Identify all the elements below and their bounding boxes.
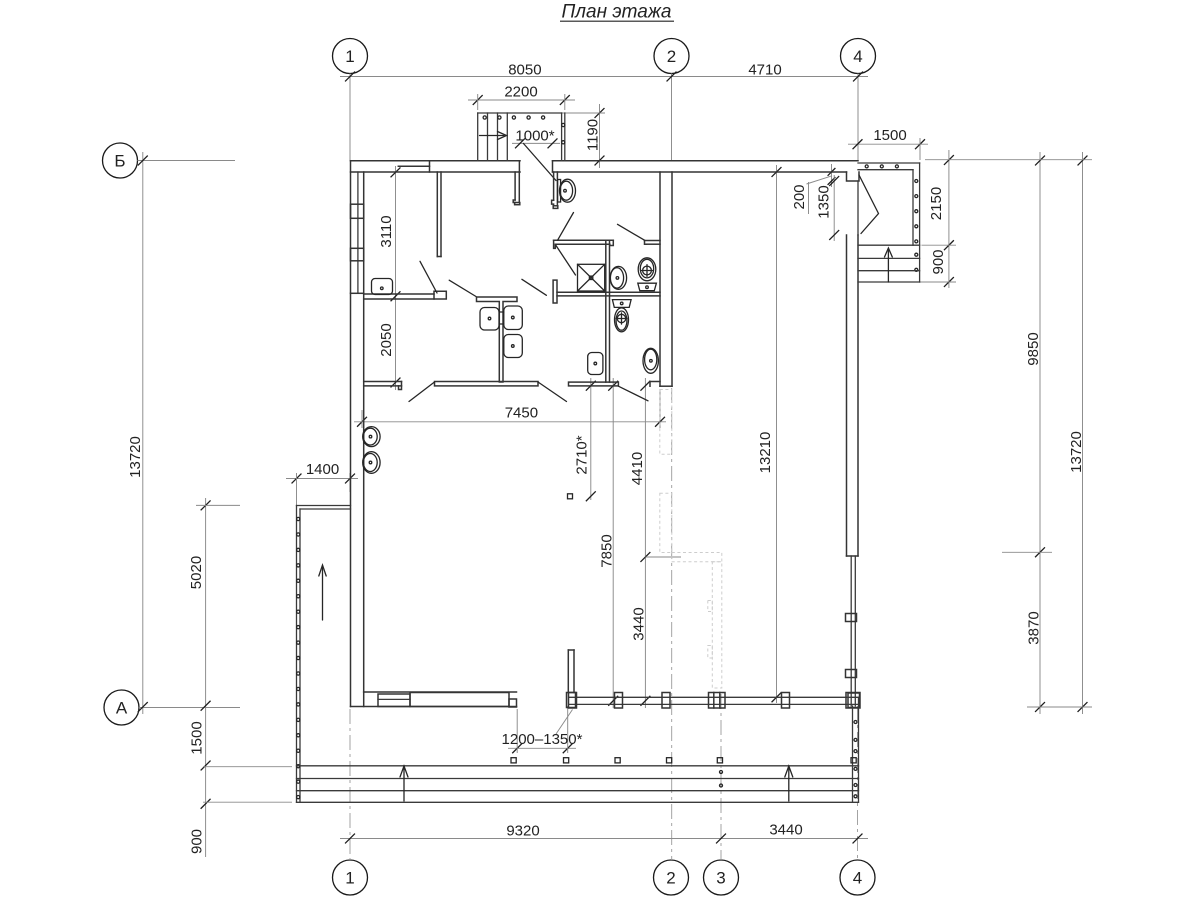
svg-text:3110: 3110: [378, 215, 395, 247]
svg-text:2200: 2200: [504, 83, 537, 100]
svg-text:7450: 7450: [505, 404, 538, 421]
svg-text:900: 900: [188, 829, 205, 854]
svg-text:3440: 3440: [769, 821, 802, 838]
svg-text:План этажа: План этажа: [562, 2, 672, 23]
svg-text:1500: 1500: [188, 721, 205, 754]
svg-text:Б: Б: [114, 152, 125, 171]
svg-text:4410: 4410: [629, 452, 646, 485]
svg-text:9850: 9850: [1025, 332, 1042, 365]
svg-text:13720: 13720: [1068, 431, 1085, 473]
svg-text:1400: 1400: [306, 461, 339, 478]
svg-text:200: 200: [791, 184, 808, 209]
svg-text:4: 4: [853, 869, 862, 888]
svg-text:3440: 3440: [630, 607, 647, 640]
svg-text:13720: 13720: [127, 436, 144, 478]
svg-text:2: 2: [666, 869, 675, 888]
svg-text:2710*: 2710*: [573, 435, 590, 474]
svg-text:3: 3: [716, 869, 725, 888]
svg-text:2150: 2150: [928, 187, 945, 220]
svg-text:А: А: [116, 699, 128, 718]
svg-text:1: 1: [345, 47, 354, 66]
svg-text:2050: 2050: [378, 323, 395, 356]
svg-text:4: 4: [853, 47, 862, 66]
svg-text:9320: 9320: [506, 822, 539, 839]
svg-text:8050: 8050: [508, 62, 541, 79]
svg-text:1000*: 1000*: [515, 128, 554, 145]
svg-text:900: 900: [930, 249, 947, 274]
svg-text:2: 2: [667, 47, 676, 66]
svg-text:3870: 3870: [1025, 611, 1042, 644]
svg-text:1200–1350*: 1200–1350*: [502, 731, 583, 748]
svg-text:1350: 1350: [815, 185, 832, 218]
svg-text:1500: 1500: [873, 127, 906, 144]
svg-text:1190: 1190: [584, 119, 601, 151]
svg-text:1: 1: [345, 869, 354, 888]
svg-text:13210: 13210: [757, 432, 774, 474]
svg-text:4710: 4710: [748, 61, 781, 78]
svg-text:5020: 5020: [188, 556, 205, 589]
svg-text:7850: 7850: [598, 534, 615, 567]
